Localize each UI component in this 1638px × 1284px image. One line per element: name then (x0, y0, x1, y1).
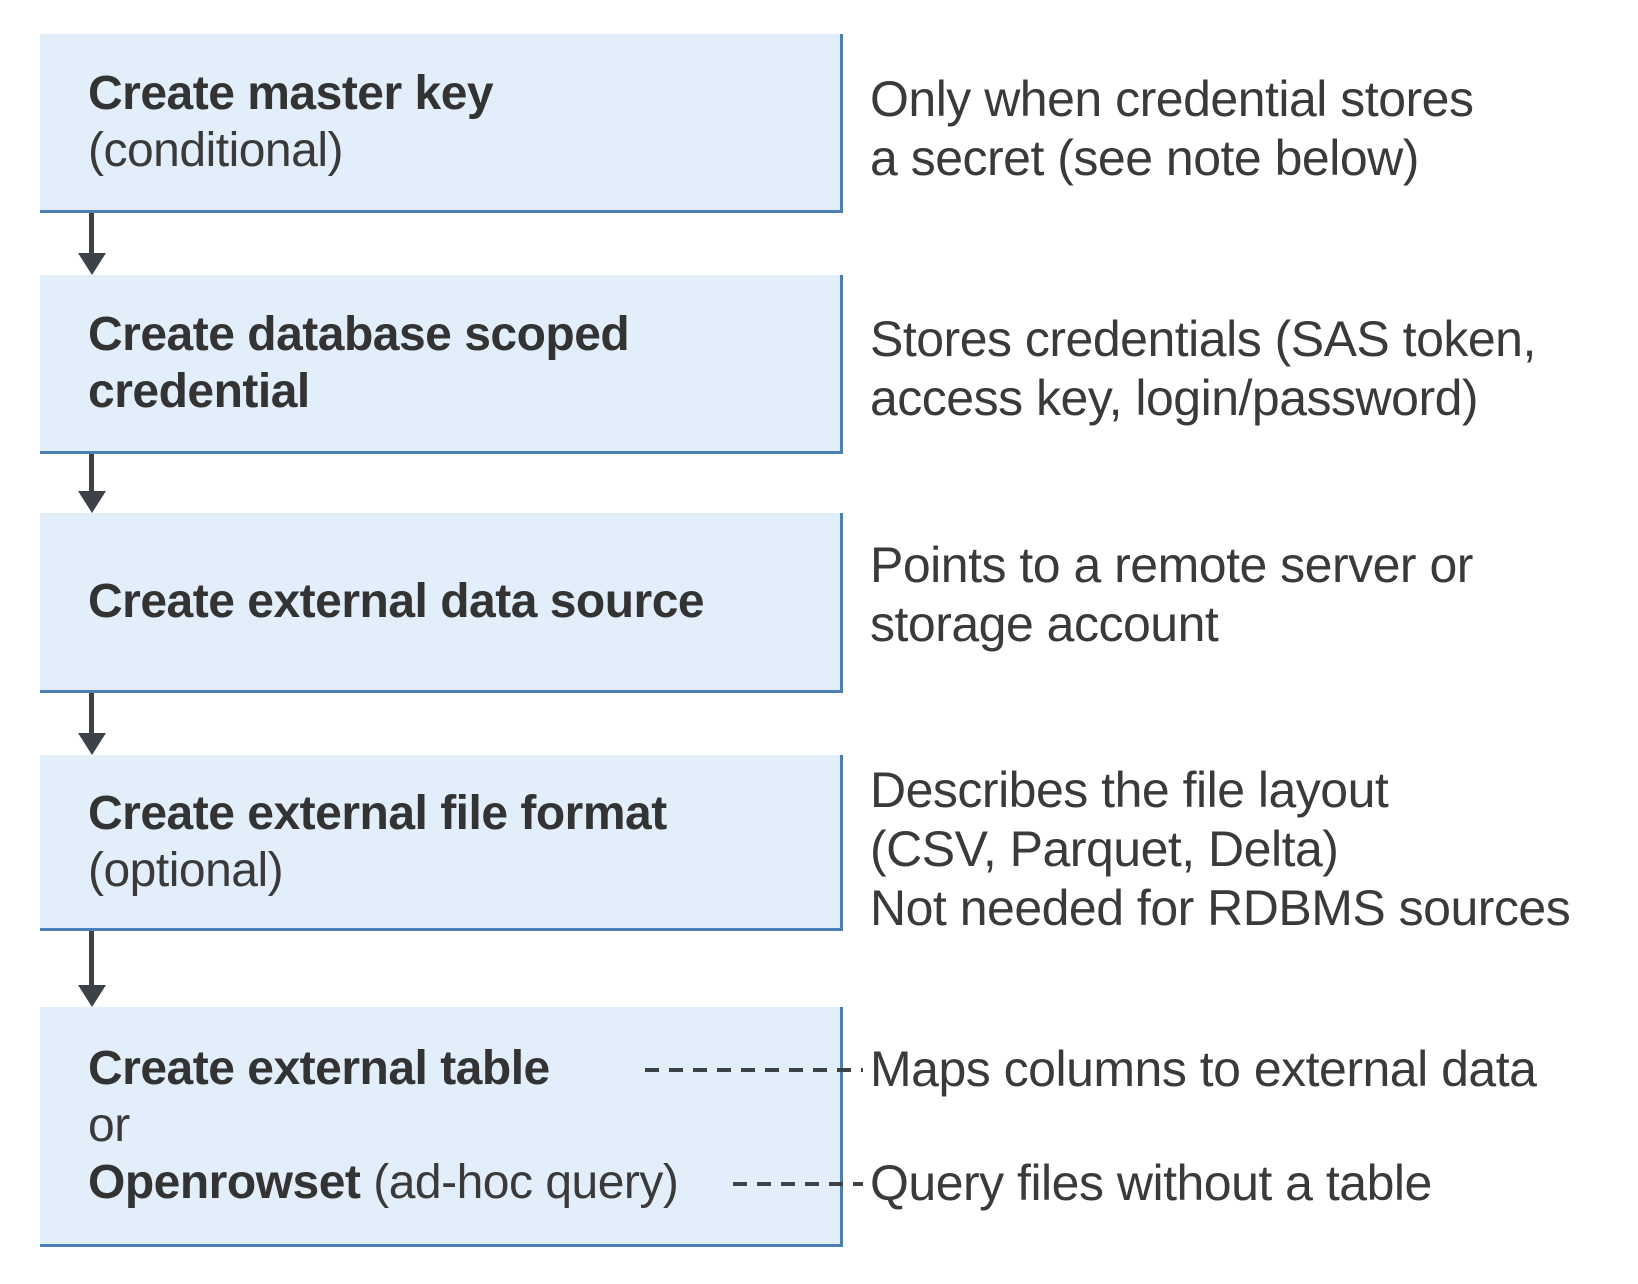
step-box-create-external-file-format: Create external file format (optional) (40, 755, 843, 931)
step-or-label: or (88, 1099, 130, 1152)
step-title: Create database scoped (88, 308, 630, 361)
note-line: Not needed for RDBMS sources (870, 880, 1571, 936)
note-line: a secret (see note below) (870, 130, 1419, 186)
note-line: Query files without a table (870, 1155, 1432, 1211)
note-line: Only when credential stores (870, 71, 1474, 127)
note-line: (CSV, Parquet, Delta) (870, 821, 1339, 877)
step-subtitle: (optional) (88, 843, 284, 897)
step-title-openrowset: Openrowset (ad-hoc query) (88, 1154, 840, 1211)
down-arrow-icon (78, 454, 106, 513)
down-arrow-icon (78, 931, 106, 1007)
note-line: Stores credentials (SAS token, (870, 311, 1536, 367)
step-title: Create external file format (88, 786, 667, 840)
step-box-create-master-key: Create master key (conditional) (40, 34, 843, 213)
note-line: storage account (870, 596, 1219, 652)
openrowset-bold-text: Openrowset (88, 1156, 361, 1209)
step-title: Create external table (88, 1042, 550, 1095)
dashed-connector-openrowset (733, 1182, 863, 1186)
note-openrowset: Query files without a table (870, 1154, 1432, 1213)
dashed-connector-external-table (645, 1068, 863, 1072)
step-box-create-external-table-or-openrowset: Create external table or Openrowset (ad-… (40, 1007, 843, 1247)
step-title: Create external data source (88, 575, 705, 628)
note-external-table: Maps columns to external data (870, 1040, 1537, 1099)
note-external-file-format: Describes the file layout (CSV, Parquet,… (870, 761, 1571, 938)
down-arrow-icon (78, 213, 106, 275)
note-line: Points to a remote server or (870, 537, 1473, 593)
step-title-line-2: credential (88, 365, 310, 418)
note-database-scoped-credential: Stores credentials (SAS token, access ke… (870, 310, 1536, 428)
note-external-data-source: Points to a remote server or storage acc… (870, 536, 1473, 654)
note-line: Describes the file layout (870, 762, 1389, 818)
note-line: Maps columns to external data (870, 1041, 1537, 1097)
note-master-key: Only when credential stores a secret (se… (870, 70, 1474, 188)
step-box-create-database-scoped-credential: Create database scoped credential (40, 275, 843, 454)
openrowset-regular-text: (ad-hoc query) (360, 1156, 679, 1209)
step-subtitle: (conditional) (88, 124, 343, 177)
down-arrow-icon (78, 693, 106, 755)
note-line: access key, login/password) (870, 370, 1479, 426)
step-box-create-external-data-source: Create external data source (40, 513, 843, 693)
step-title: Create master key (88, 67, 494, 120)
